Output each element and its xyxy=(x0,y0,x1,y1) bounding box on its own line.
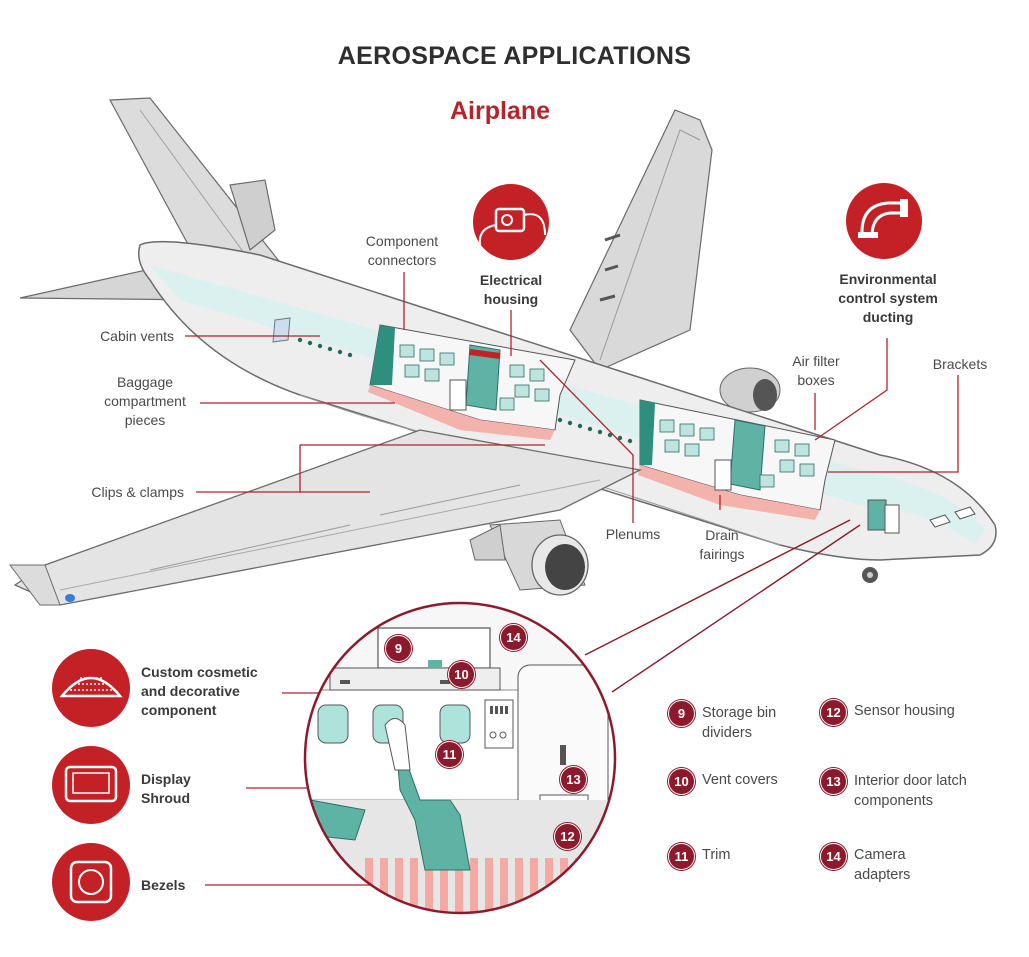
page-subtitle: Airplane xyxy=(449,97,551,125)
legend-number: 12 xyxy=(820,699,847,726)
detail-marker-12: 12 xyxy=(554,823,581,850)
near-wing xyxy=(9,429,643,606)
bezels-icon xyxy=(52,843,130,921)
legend-number: 13 xyxy=(820,768,847,795)
label-drain-fairings: Drain fairings xyxy=(699,527,745,562)
detail-marker-9: 9 xyxy=(385,635,412,662)
label-plenums: Plenums xyxy=(605,526,661,542)
display-shroud-icon xyxy=(52,746,130,824)
detail-connector xyxy=(584,519,861,693)
detail-circle-border xyxy=(303,601,617,915)
legend-label: Camera adapters xyxy=(854,847,911,883)
leader-lines xyxy=(185,272,959,523)
legend-label: Vent covers xyxy=(702,772,778,788)
label-bezels: Bezels xyxy=(141,877,186,893)
label-air-filter-boxes: Air filter boxes xyxy=(792,353,840,388)
detail-marker-10: 10 xyxy=(448,661,475,688)
legend-number: 14 xyxy=(820,843,847,870)
label-cosmetic-component: Custom cosmetic and decorative component xyxy=(141,664,258,718)
page-title: AEROSPACE APPLICATIONS xyxy=(337,42,692,70)
legend-label: Interior door latch components xyxy=(854,773,967,809)
label-ecs-ducting: Environmental control system ducting xyxy=(838,271,938,325)
label-electrical-housing: Electrical housing xyxy=(479,272,543,307)
label-clips-clamps: Clips & clamps xyxy=(91,484,184,500)
legend-number: 11 xyxy=(668,843,695,870)
label-brackets: Brackets xyxy=(932,356,988,372)
cabin-cutaway-rear xyxy=(368,324,576,440)
label-display-shroud: Display Shroud xyxy=(141,771,191,806)
legend-label: Sensor housing xyxy=(854,703,955,719)
label-component-connectors: Component connectors xyxy=(365,233,439,268)
detail-marker-13: 13 xyxy=(560,766,587,793)
cabin-cutaway-front xyxy=(638,399,836,520)
legend-number: 9 xyxy=(668,700,695,727)
detail-marker-11: 11 xyxy=(436,741,463,768)
far-wing xyxy=(569,109,713,371)
legend-number: 10 xyxy=(668,768,695,795)
legend-label: Storage bin dividers xyxy=(702,705,777,741)
cosmetic-component-icon xyxy=(52,649,130,727)
electrical-housing-icon xyxy=(473,184,549,260)
label-cabin-vents: Cabin vents xyxy=(100,328,174,344)
near-engine xyxy=(469,519,589,596)
detail-marker-14: 14 xyxy=(500,624,527,651)
label-baggage: Baggage compartment pieces xyxy=(104,374,186,428)
far-engine xyxy=(719,367,781,413)
legend-label: Trim xyxy=(702,847,731,863)
ecs-ducting-icon xyxy=(846,183,922,259)
